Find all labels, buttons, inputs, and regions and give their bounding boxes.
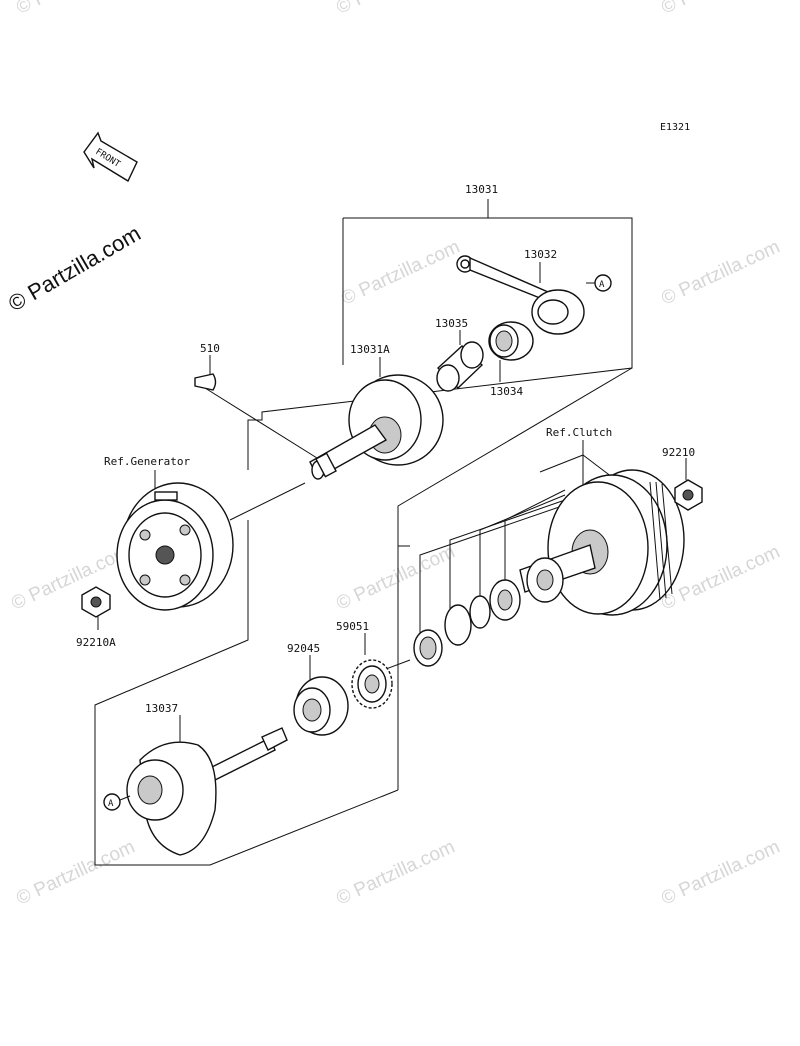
watermark: © Partzilla.com [338,236,463,309]
crankshaft-13037 [126,727,288,856]
clutch-assembly [519,469,685,616]
callout-92045: 92045 [287,642,320,655]
callout-510: 510 [200,342,220,355]
watermark: © Partzilla.com [658,0,783,19]
callout-13031: 13031 [465,183,498,196]
callout-92210: 92210 [662,446,695,459]
callout-13035: 13035 [435,317,468,330]
watermark: © Partzilla.com [658,836,783,909]
ref-marker-a-lower: A [103,793,131,811]
callout-13037: 13037 [145,702,178,715]
watermark: © Partzilla.com [13,0,138,19]
gear-59051 [351,659,393,709]
watermark: © Partzilla.com [8,541,133,614]
crank-pin-13035 [436,341,484,392]
woodruff-key-510 [194,373,217,391]
callout-ref-generator: Ref.Generator [104,455,190,468]
needle-bearing-13034 [488,321,534,361]
svg-text:A: A [108,799,114,809]
watermark: © Partzilla.com [333,836,458,909]
connecting-rod-13032 [456,255,585,335]
clutch-gear-stack [413,579,521,667]
watermark: © Partzilla.com [13,836,138,909]
callout-labels: 13031 13032 13035 13031A 13034 510 Ref.G… [76,183,695,715]
assembly-outline [94,199,687,866]
watermark: © Partzilla.com [333,541,458,614]
callout-59051: 59051 [336,620,369,633]
diagram-ref-code: E1321 [660,122,690,133]
callout-13032: 13032 [524,248,557,261]
copyright-watermark: © Partzilla.com [4,221,145,317]
callout-ref-clutch: Ref.Clutch [546,426,612,439]
watermark: © Partzilla.com [333,0,458,19]
callout-13031A: 13031A [350,343,390,356]
ball-bearing-92045 [293,676,349,736]
watermark: © Partzilla.com [658,236,783,309]
generator-rotor [116,482,234,611]
callout-13034: 13034 [490,385,523,398]
ref-marker-a-upper: A [586,274,612,292]
nut-92210 [674,479,703,511]
svg-text:A: A [599,280,605,290]
callout-92210A: 92210A [76,636,116,649]
crankshaft-half-13031A [309,374,444,480]
front-direction-arrow: FRONT [83,131,138,183]
nut-92210A [81,586,111,618]
